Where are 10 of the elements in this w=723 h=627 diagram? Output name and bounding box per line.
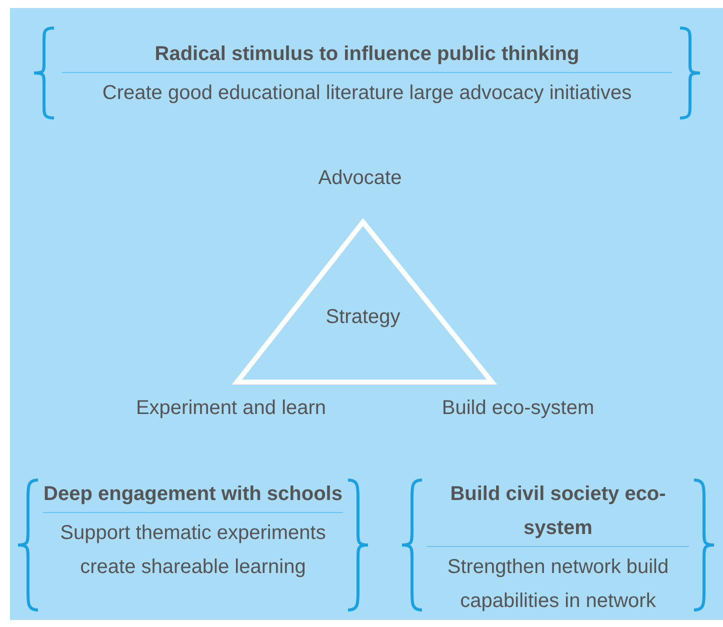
body-text: Support thematic experiments create shareable learning — [59, 521, 327, 580]
body-text: Create good educational literature large advocacy initiatives — [101, 81, 633, 106]
vertex-label: Experiment and learn — [136, 397, 326, 420]
heading-text: Radical stimulus to influence public thinking — [154, 42, 580, 67]
heading-text: Build civil society eco-system — [449, 482, 667, 541]
vertex-label: Build eco-system — [442, 397, 594, 420]
vertex-label: Advocate — [318, 167, 402, 190]
heading-text: Deep engagement with schools — [43, 482, 343, 507]
center-label: Strategy — [326, 306, 400, 329]
body-text: Strengthen network build capabilities in network — [446, 555, 670, 614]
